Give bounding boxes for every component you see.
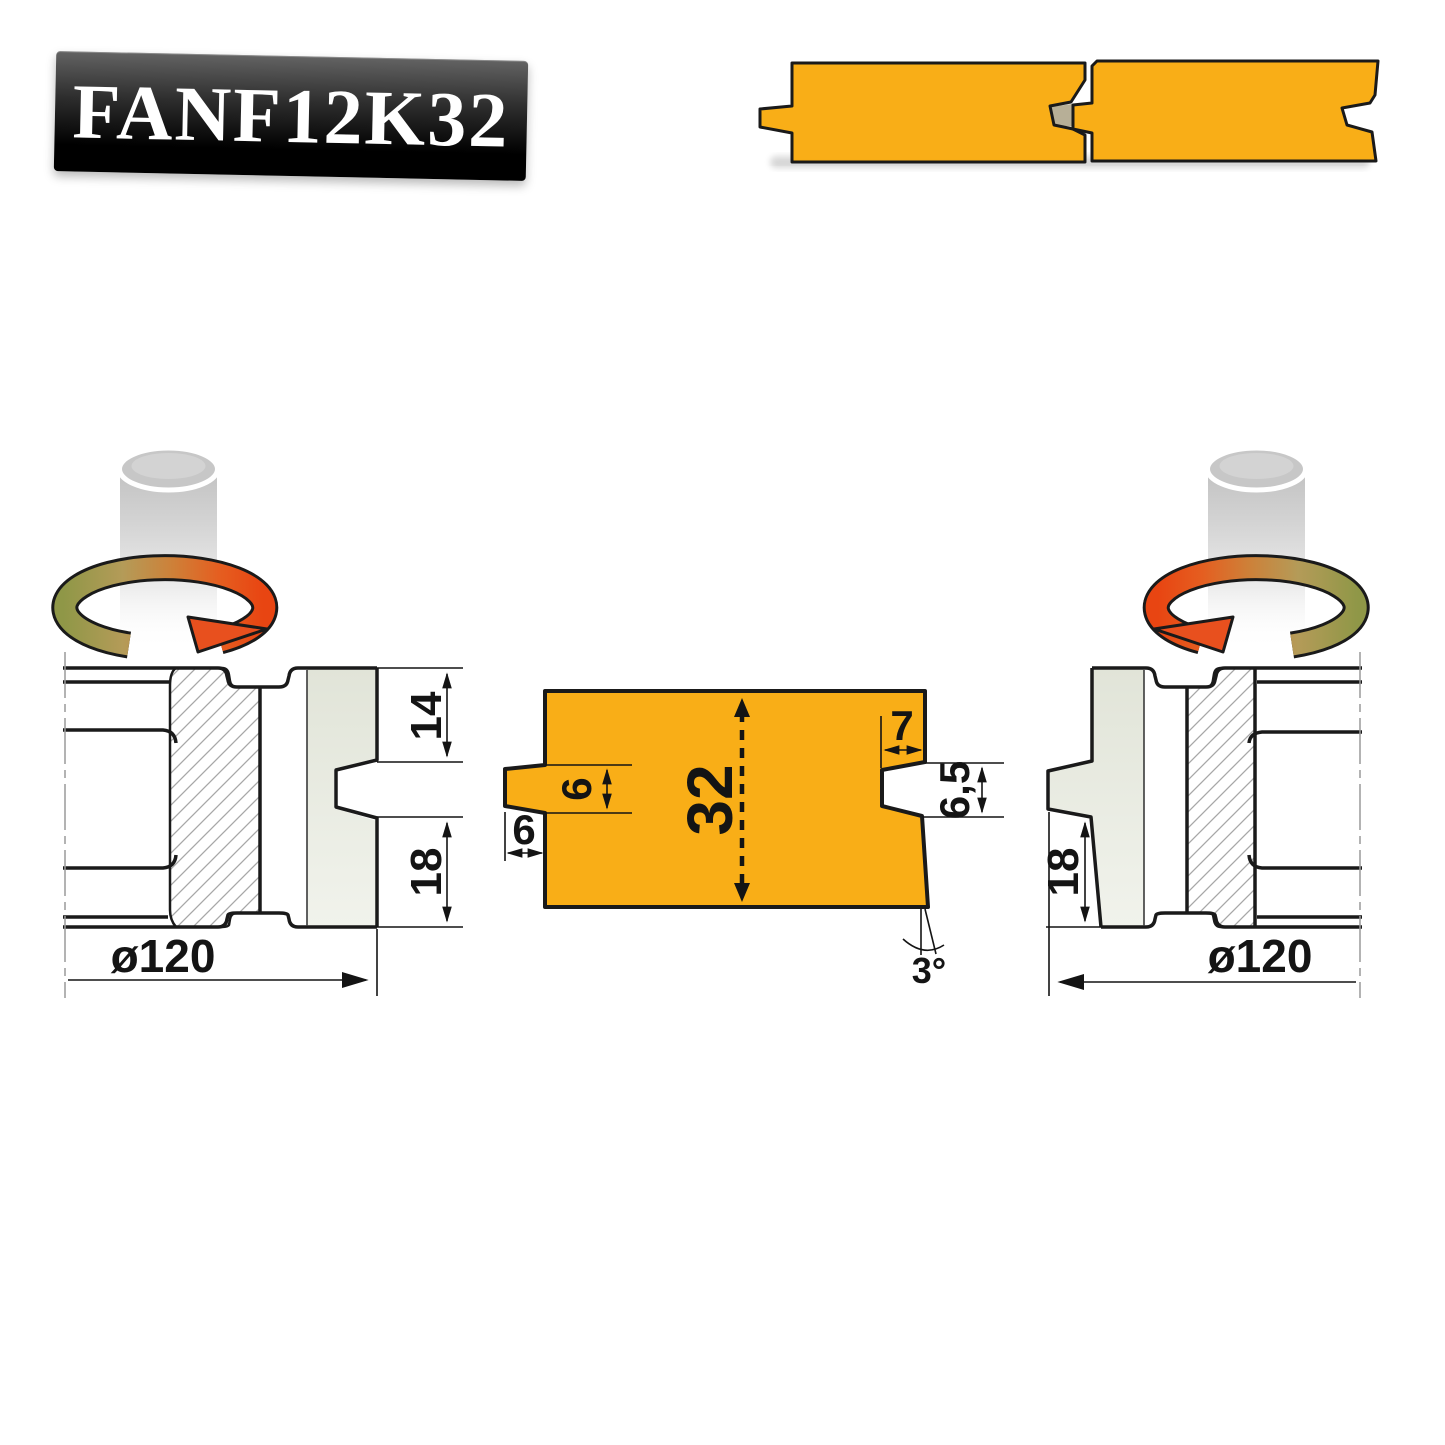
workpiece-reflection (503, 983, 930, 1203)
rotation-ccw-arrow-icon (51, 554, 279, 659)
product-code-plate: FANF12K32 (53, 51, 529, 181)
workpiece-profile (503, 689, 930, 909)
dim-label-32: 32 (674, 764, 746, 835)
joint-gap-shadow (1050, 104, 1076, 127)
dim-label-18-right: 18 (1039, 848, 1088, 897)
dim-label-diameter-right: ø120 (1208, 930, 1313, 982)
dim-label-tongue-length: 6 (512, 806, 535, 853)
right-cutter-reflection (1046, 945, 1364, 1208)
dim-label-bevel-angle: 3° (912, 950, 946, 991)
dim-label-diameter-left: ø120 (111, 930, 216, 982)
workpiece-dimensions: 32 6 6 7 6,5 3° (504, 698, 1004, 991)
left-cutter-body (63, 666, 379, 929)
product-code: FANF12K32 (71, 67, 511, 164)
left-cutter-reflection (61, 945, 379, 1208)
boards-reflection (760, 162, 1378, 269)
board-right (1071, 59, 1380, 163)
board-left (758, 61, 1087, 164)
dim-label-groove-depth: 7 (890, 702, 913, 749)
joined-boards-preview (758, 59, 1380, 168)
dim-label-14: 14 (402, 691, 451, 740)
right-hatched-section (1185, 666, 1257, 929)
left-spindle (117, 445, 220, 644)
dim-label-groove-mouth: 6,5 (931, 761, 978, 819)
dim-label-tongue-height: 6 (553, 777, 600, 800)
left-cutter-dimensions: 14 18 ø120 (64, 652, 463, 998)
right-knife-plate (1048, 668, 1144, 927)
right-cutter-dimensions: 18 ø120 (1039, 652, 1361, 998)
right-spindle (1205, 445, 1308, 644)
left-cutter-notch (334, 758, 377, 821)
dim-label-18-left: 18 (402, 848, 451, 897)
right-cutter-body (1046, 666, 1362, 929)
rotation-cw-arrow-icon (1142, 554, 1370, 659)
left-hatched-section (168, 666, 262, 929)
